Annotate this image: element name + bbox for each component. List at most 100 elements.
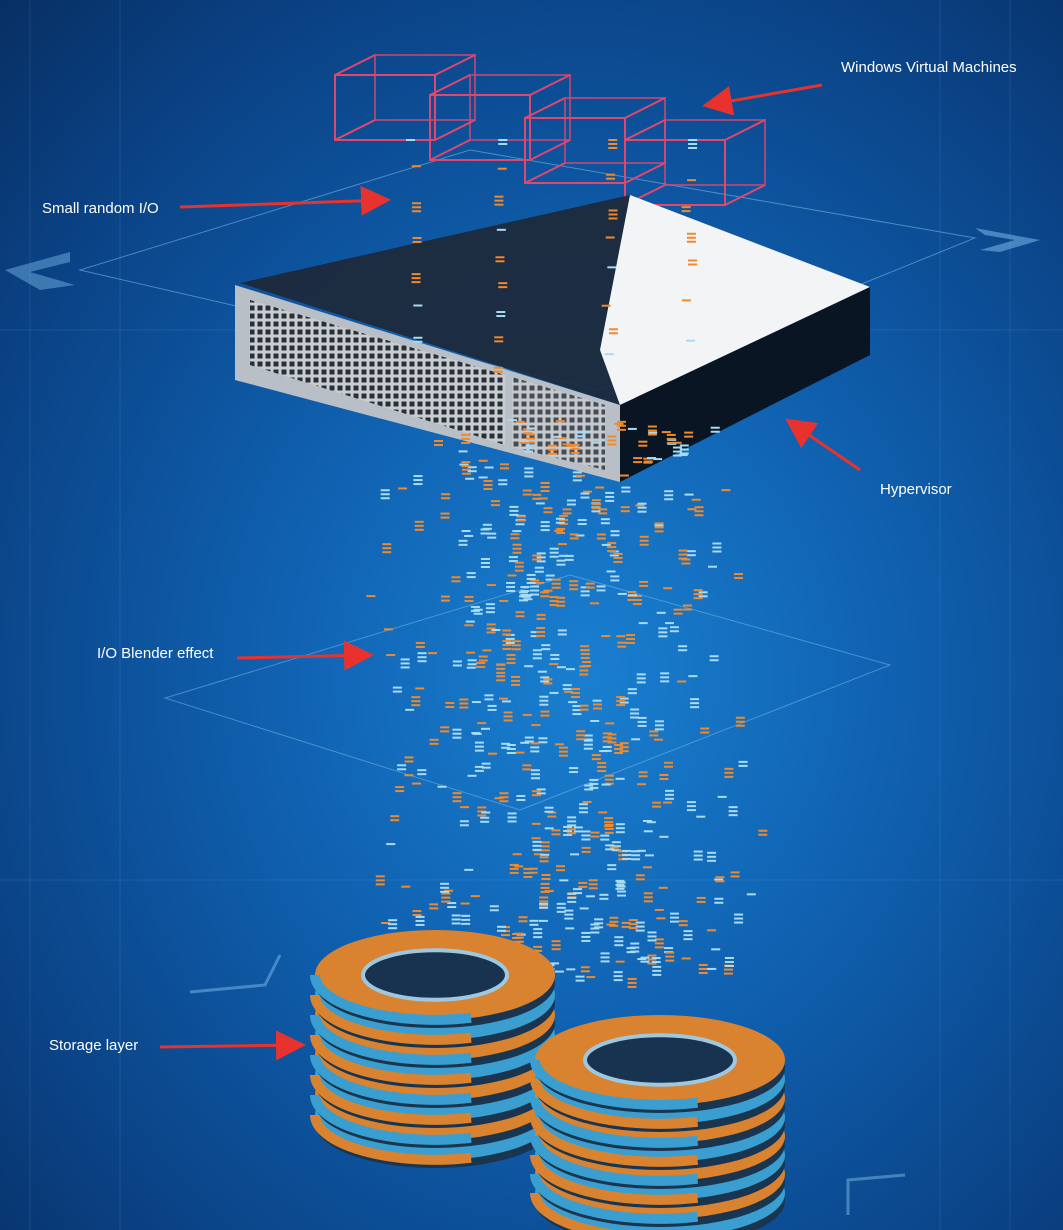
io-packet bbox=[522, 489, 532, 496]
io-packet bbox=[567, 816, 577, 827]
io-packet bbox=[482, 523, 492, 530]
io-packet bbox=[730, 871, 740, 878]
io-packet bbox=[664, 947, 674, 954]
io-packet bbox=[487, 532, 497, 539]
io-packet bbox=[690, 698, 700, 709]
io-packet bbox=[411, 273, 421, 284]
io-packet bbox=[580, 966, 590, 973]
io-packet bbox=[477, 806, 487, 817]
io-packet bbox=[413, 336, 423, 343]
io-packet bbox=[617, 890, 627, 897]
io-packet bbox=[566, 499, 576, 506]
io-packet bbox=[413, 475, 423, 486]
io-packet bbox=[512, 543, 522, 554]
io-packet bbox=[540, 676, 550, 683]
io-packet bbox=[536, 788, 546, 795]
io-packet bbox=[613, 971, 623, 982]
io-packet bbox=[593, 703, 603, 710]
io-packet bbox=[445, 701, 455, 708]
io-packet bbox=[596, 533, 606, 540]
io-packet bbox=[679, 444, 689, 455]
io-packet bbox=[375, 875, 385, 886]
io-packet bbox=[534, 566, 544, 573]
io-packet bbox=[415, 641, 425, 648]
io-packet bbox=[608, 139, 618, 149]
io-packet bbox=[598, 508, 608, 515]
io-packet bbox=[473, 608, 483, 615]
io-packet bbox=[714, 897, 724, 904]
io-packet bbox=[503, 711, 513, 722]
left-chevron-icon bbox=[5, 252, 75, 290]
io-packets bbox=[366, 139, 768, 988]
io-packet bbox=[551, 940, 561, 951]
io-packet bbox=[536, 626, 546, 637]
io-packet bbox=[541, 644, 551, 651]
io-packet bbox=[532, 554, 542, 561]
io-packet bbox=[515, 611, 525, 618]
io-packet bbox=[570, 443, 580, 454]
io-packet bbox=[724, 767, 734, 778]
io-packet bbox=[556, 865, 566, 872]
io-packet bbox=[585, 582, 595, 589]
io-packet bbox=[591, 499, 601, 510]
io-packet bbox=[636, 673, 646, 684]
io-packet bbox=[539, 695, 549, 706]
io-packet bbox=[550, 653, 560, 660]
io-packet bbox=[681, 558, 691, 565]
io-packet bbox=[532, 840, 542, 851]
io-packet bbox=[620, 506, 630, 513]
io-packet bbox=[616, 881, 626, 888]
io-packet bbox=[681, 206, 691, 213]
io-packet bbox=[518, 916, 528, 923]
io-packet bbox=[582, 660, 592, 667]
io-packet bbox=[609, 916, 619, 927]
io-packet bbox=[429, 903, 439, 910]
io-packet bbox=[658, 627, 668, 638]
io-packet bbox=[596, 585, 606, 592]
io-packet bbox=[614, 744, 624, 755]
io-packet bbox=[380, 489, 390, 500]
io-packet bbox=[652, 801, 662, 808]
label-storage-layer: Storage layer bbox=[49, 1037, 139, 1054]
vm-cube bbox=[334, 54, 476, 141]
io-packet bbox=[594, 918, 604, 929]
io-packet bbox=[628, 919, 638, 930]
io-packet bbox=[529, 919, 539, 926]
io-packet bbox=[724, 957, 734, 968]
io-packet bbox=[649, 730, 659, 737]
io-packet bbox=[563, 825, 573, 836]
io-packet bbox=[638, 440, 648, 447]
io-packet bbox=[474, 741, 484, 752]
io-packet bbox=[540, 482, 550, 493]
io-packet bbox=[569, 580, 579, 591]
io-packet bbox=[665, 951, 675, 962]
io-packet bbox=[580, 649, 590, 660]
io-packet bbox=[517, 515, 527, 522]
io-packet bbox=[608, 209, 618, 220]
io-packet bbox=[485, 603, 495, 614]
io-packet bbox=[604, 817, 614, 828]
io-packet bbox=[414, 520, 424, 531]
io-packet bbox=[511, 675, 521, 686]
io-packet bbox=[571, 688, 581, 699]
io-packet bbox=[604, 823, 614, 834]
io-packet bbox=[605, 844, 615, 851]
io-packet bbox=[581, 846, 591, 853]
io-packet bbox=[540, 591, 550, 598]
io-packet bbox=[588, 879, 598, 890]
io-packet bbox=[605, 491, 615, 502]
corner-bracket bbox=[189, 954, 282, 994]
io-packet bbox=[486, 623, 496, 634]
blender-arrow bbox=[236, 640, 374, 671]
storage-arrow bbox=[159, 1030, 306, 1061]
io-packet bbox=[632, 595, 642, 606]
io-packet bbox=[404, 756, 414, 763]
io-packet bbox=[576, 730, 586, 741]
io-packet bbox=[614, 936, 624, 947]
io-packet bbox=[678, 645, 688, 652]
io-packet bbox=[508, 556, 518, 563]
io-packet bbox=[544, 806, 554, 813]
io-packet bbox=[461, 433, 471, 444]
io-packet bbox=[547, 444, 557, 455]
label-small-random-io: Small random I/O bbox=[42, 200, 159, 217]
